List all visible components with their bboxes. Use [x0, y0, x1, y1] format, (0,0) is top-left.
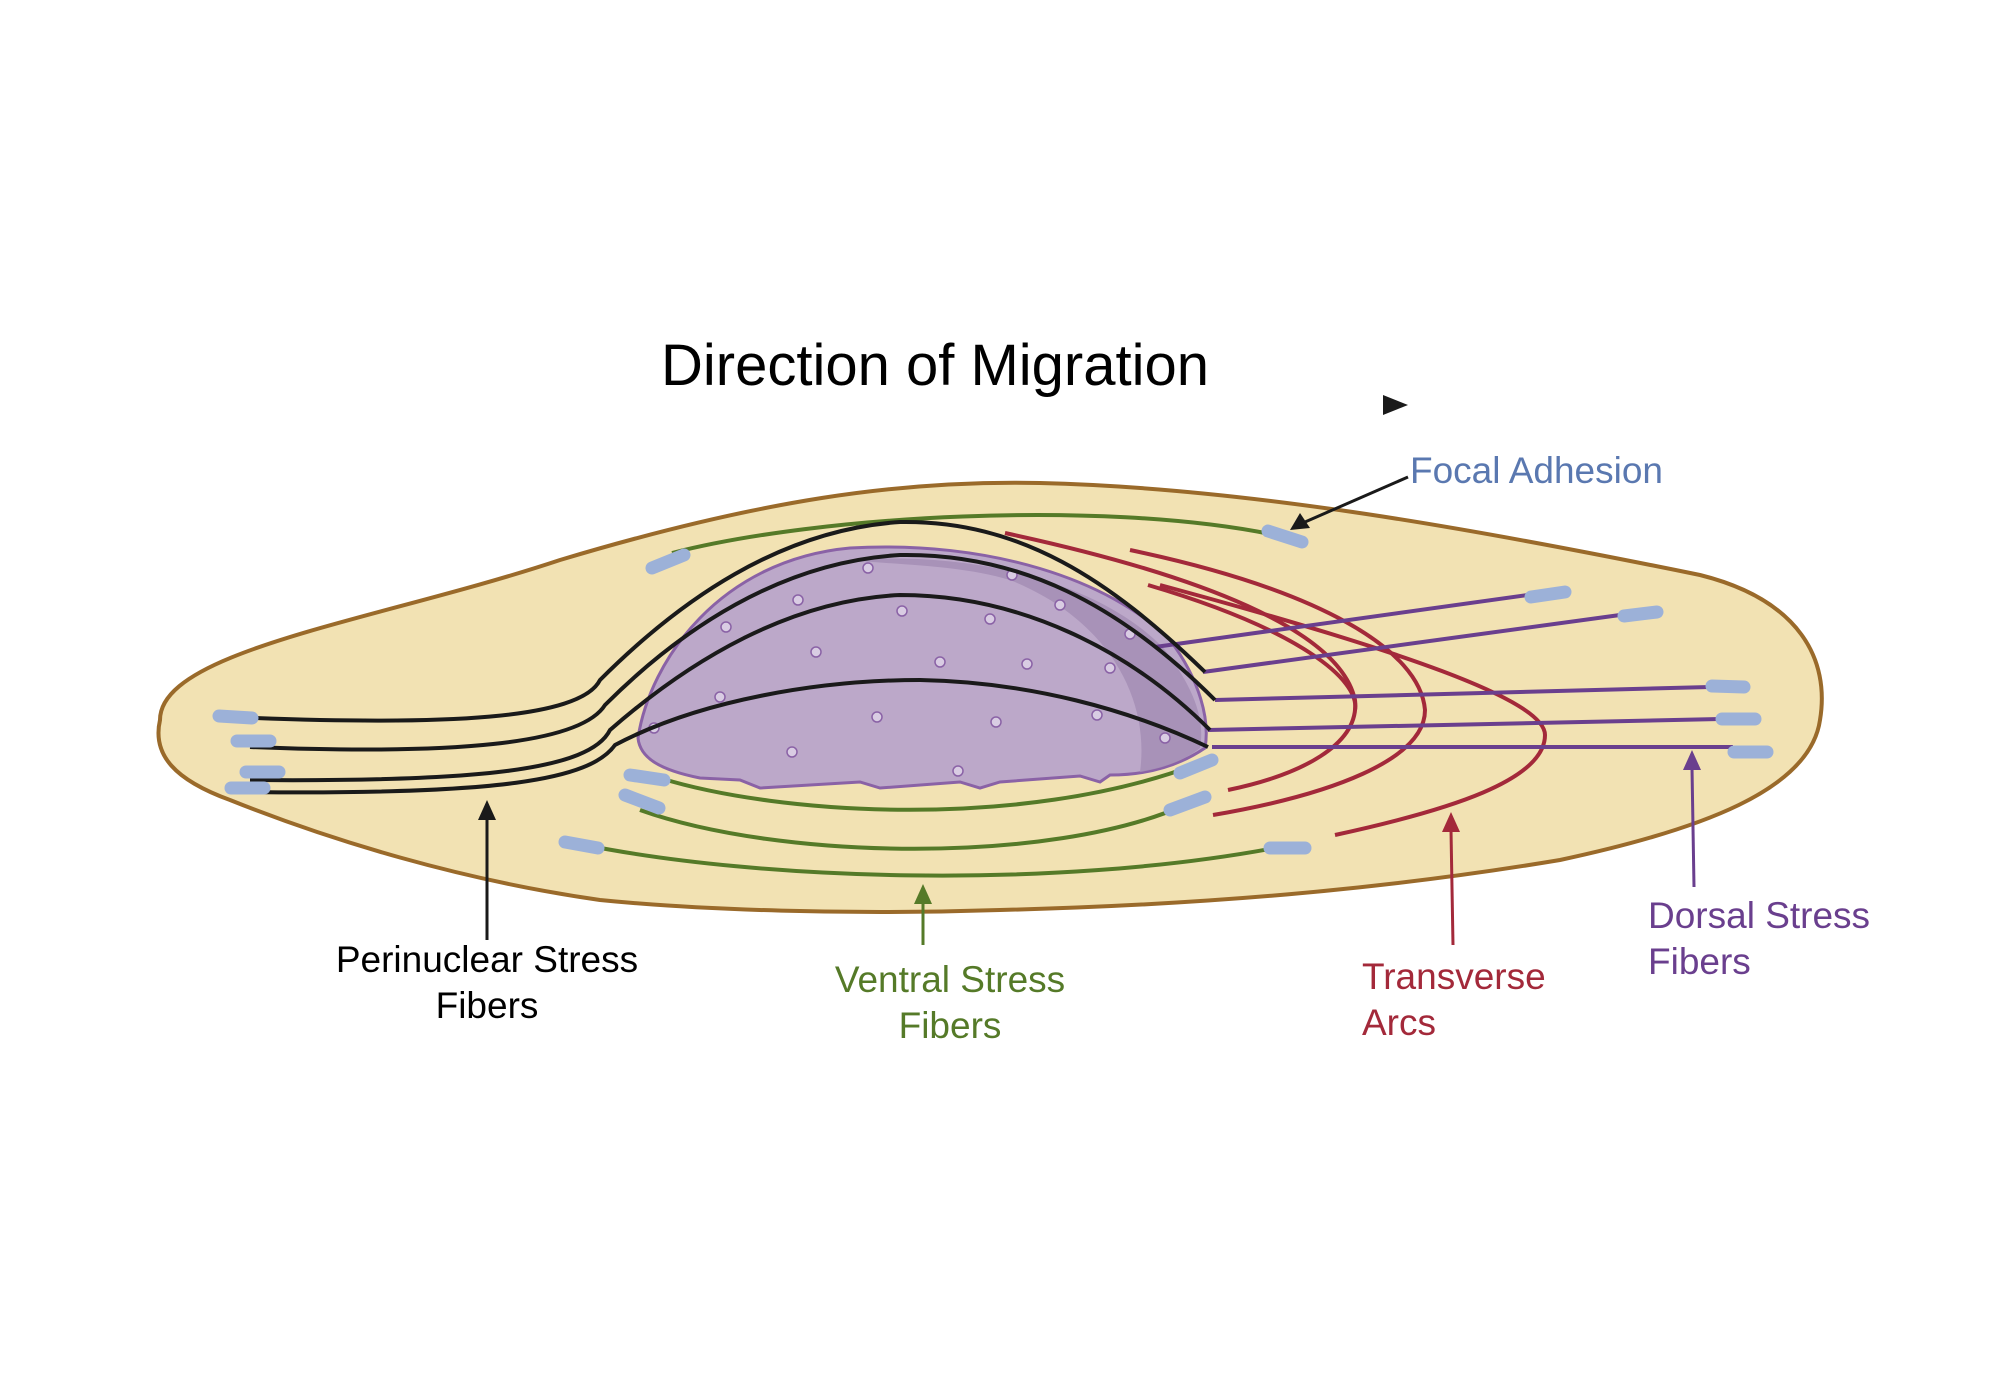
label-ventral-line1: Ventral Stress — [835, 959, 1065, 1000]
dorsal-callout: Dorsal Stress Fibers — [1648, 750, 1870, 982]
diagram-title: Direction of Migration — [661, 333, 1209, 398]
transverse-callout: Transverse Arcs — [1362, 812, 1546, 1043]
label-perinuclear-line1: Perinuclear Stress — [336, 939, 638, 980]
ventral-stress-fibers — [584, 513, 1276, 878]
label-perinuclear-line2: Fibers — [436, 985, 539, 1026]
perinuclear-callout: Perinuclear Stress Fibers — [336, 800, 638, 1026]
nucleus — [636, 545, 1208, 790]
dorsal-stress-fibers — [1154, 592, 1733, 749]
label-dorsal-line1: Dorsal Stress — [1648, 895, 1870, 936]
label-ventral-line2: Fibers — [899, 1005, 1002, 1046]
transverse-arcs — [1004, 531, 1548, 837]
ventral-callout: Ventral Stress Fibers — [835, 884, 1065, 1046]
migration-arrow — [470, 395, 1408, 415]
focal-adhesions — [212, 524, 1774, 855]
focal-adhesion-callout: Focal Adhesion — [1290, 450, 1663, 530]
label-dorsal-line2: Fibers — [1648, 941, 1751, 982]
perinuclear-stress-fibers — [244, 519, 1217, 795]
label-focal-adhesion: Focal Adhesion — [1410, 450, 1663, 491]
label-transverse-line2: Arcs — [1362, 1002, 1436, 1043]
label-transverse-line1: Transverse — [1362, 956, 1546, 997]
